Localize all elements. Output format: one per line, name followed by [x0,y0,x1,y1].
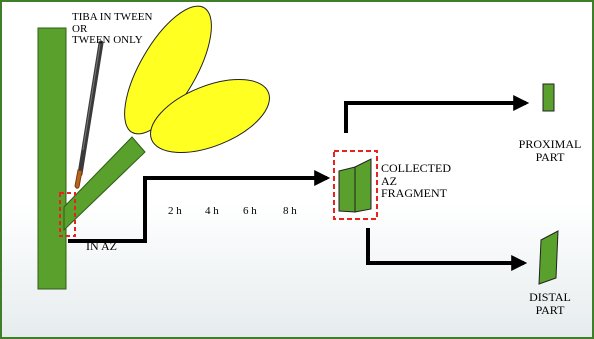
collected-fragment-box [333,150,378,220]
distal-part-label: DISTAL PART [512,291,588,316]
proximal-part-shape [542,83,555,112]
leaflet-upper [124,5,212,135]
collected-line-2: AZ [381,173,397,188]
distal-arrow [366,228,528,271]
distal-line-2: PART [535,302,565,317]
timepoint-2h: 2 h [168,205,182,217]
collected-fragment-label: COLLECTED AZ FRAGMENT [381,162,451,200]
az-highlight-box [59,192,76,237]
petiole [63,136,146,232]
collected-fragment-right [354,158,372,213]
treatment-line-1: TIBA IN TWEEN [72,11,153,23]
timepoint-8h: 8 h [283,205,297,217]
collected-line-1: COLLECTED [381,161,451,175]
application-site-label: IN AZ [86,239,117,253]
main-stem [37,27,67,290]
proximal-arrow [344,95,530,133]
time-course-arrow [68,170,331,243]
proximal-line-1: PROXIMAL [518,137,582,151]
timepoint-6h: 6 h [243,205,257,217]
paintbrush-icon [74,40,104,189]
treatment-line-2: OR [72,22,88,35]
collected-fragment-left [338,166,356,213]
treatment-label: TIBA IN TWEEN OR TWEEN ONLY [72,11,153,47]
treatment-line-3: TWEEN ONLY [72,34,143,47]
distal-line-1: DISTAL [529,290,571,304]
timepoint-4h: 4 h [205,205,219,217]
proximal-part-label: PROXIMAL PART [512,138,588,163]
proximal-line-2: PART [535,149,565,164]
distal-part-shape [538,230,559,285]
leaflet-lower [150,79,270,153]
collected-line-3: FRAGMENT [381,186,448,201]
